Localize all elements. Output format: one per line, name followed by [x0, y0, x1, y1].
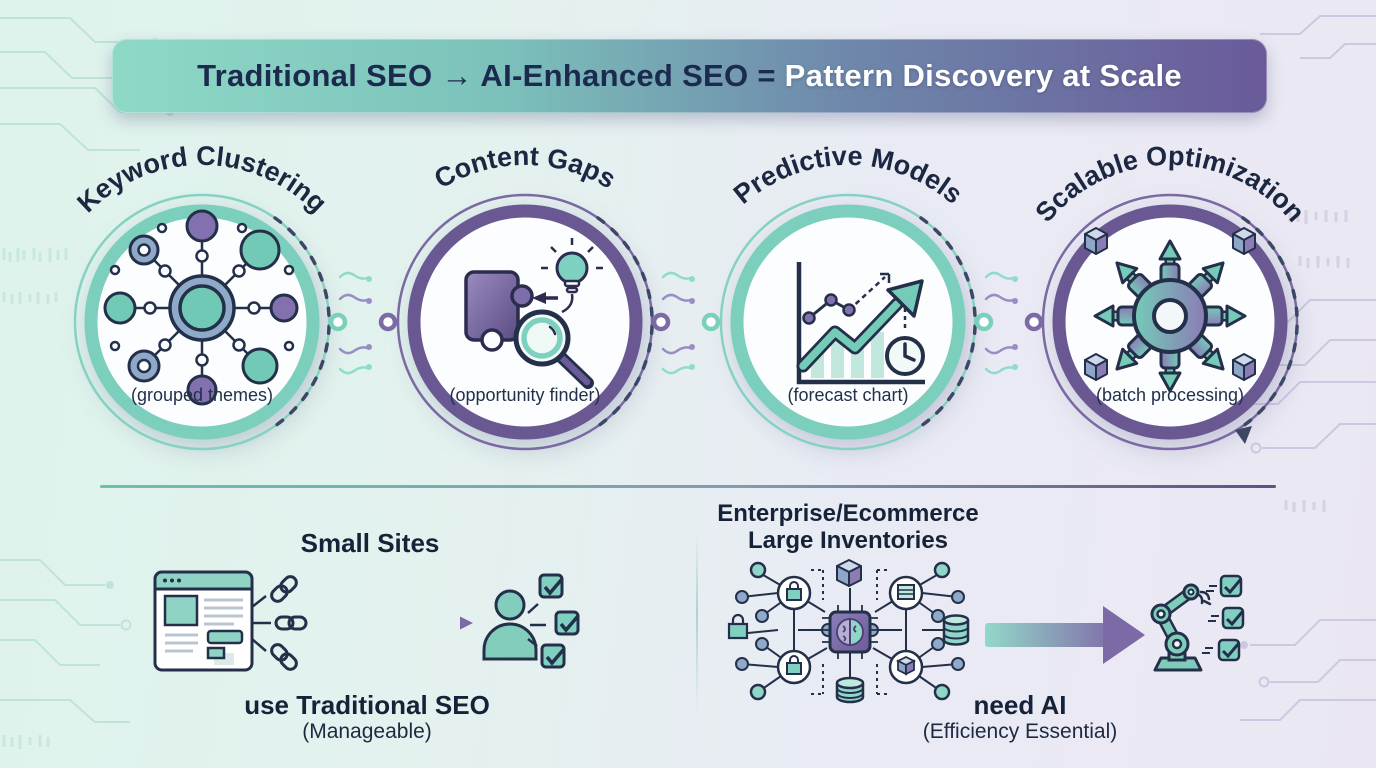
- flow-arrow-small: [332, 616, 473, 630]
- checkbox-icon: [538, 573, 580, 669]
- browser-links-icon: [153, 570, 308, 672]
- horizontal-divider: [100, 485, 1276, 488]
- stage-label: Predictive Models: [728, 141, 968, 210]
- title-banner-light-text: Pattern Discovery at Scale: [784, 58, 1182, 93]
- stage-keyword-clustering: Keyword Clustering (grouped themes): [71, 141, 333, 451]
- dashed-arc: [919, 216, 977, 428]
- enterprise-heading: Enterprise/Ecommerce Large Inventories: [708, 500, 988, 554]
- ai-chip-icon: [822, 605, 878, 659]
- network-cluster-icon: [103, 209, 299, 406]
- gear-distribution-icon: [1084, 227, 1256, 393]
- database-node-icon: [835, 614, 970, 704]
- stage-caption: (batch processing): [1096, 385, 1244, 405]
- forecast-growth-chart-icon: [796, 262, 925, 385]
- circuit-traces-left: [0, 17, 174, 723]
- enterprise-conclusion: need AI: [973, 690, 1067, 720]
- checkbox-icon: [1217, 574, 1245, 662]
- puzzle-magnifier-lightbulb-icon: [464, 238, 603, 389]
- enterprise-note: (Efficiency Essential): [922, 720, 1118, 743]
- small-sites-heading: Small Sites: [300, 528, 440, 558]
- stage-circle: [719, 193, 977, 451]
- circuit-connector-icon: [328, 271, 398, 375]
- stage-caption: (forecast chart): [787, 385, 908, 405]
- vertical-divider: [696, 532, 698, 712]
- brain-icon: [836, 618, 864, 646]
- batch-cube-icon: [1084, 227, 1256, 381]
- gripper: [1195, 590, 1212, 606]
- enterprise-heading-line2: Large Inventories: [747, 527, 949, 554]
- cube-node-icon: [836, 559, 862, 587]
- stage-caption: (grouped themes): [131, 385, 273, 405]
- title-banner-dark-text: Traditional SEO → AI-Enhanced SEO =: [197, 58, 785, 93]
- robot-arm-checklist-icon: [1150, 574, 1245, 672]
- dashed-arc: [273, 216, 331, 428]
- big-flow-arrow-icon: [985, 606, 1145, 664]
- small-sites-note: (Manageable): [302, 720, 432, 743]
- small-sites-illustration: [153, 570, 580, 672]
- circuit-connector-icon: [974, 271, 1044, 375]
- barcode-marks-right: [1284, 210, 1350, 512]
- enterprise-heading-line1: Enterprise/Ecommerce: [717, 500, 979, 527]
- arc-arrowhead: [1235, 426, 1252, 444]
- person-checklist-icon: [482, 573, 580, 669]
- dashed-arc: [1241, 216, 1299, 428]
- stage-caption: (opportunity finder): [449, 385, 600, 405]
- stage-content-gaps: Content Gaps (opportunity finder): [396, 141, 654, 451]
- chain-link-icon: [270, 575, 308, 671]
- ai-network-icon: [727, 559, 970, 704]
- small-sites-conclusion: use Traditional SEO: [244, 690, 490, 720]
- dashed-arc: [596, 216, 654, 428]
- server-node-icon: [888, 575, 924, 685]
- gear-icon: [1116, 262, 1224, 370]
- stage-scalable-optimization: Scalable Optimization: [1029, 141, 1311, 451]
- title-banner: Traditional SEO → AI-Enhanced SEO = Patt…: [112, 39, 1267, 113]
- barcode-marks-left: [2, 248, 68, 749]
- circuit-connector-icon: [651, 271, 721, 375]
- network-node: [735, 561, 965, 701]
- shopping-bag-node-icon: [727, 575, 812, 685]
- stage-predictive-models: Predictive Models (forecast chart): [719, 141, 977, 451]
